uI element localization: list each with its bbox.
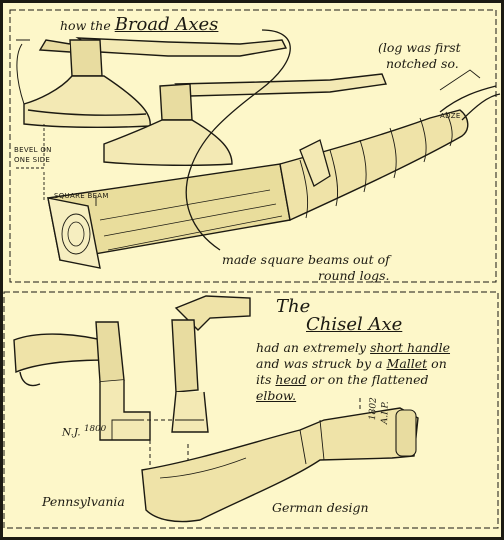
top-title: how the Broad Axes [60, 14, 218, 35]
desc-line4: elbow. [256, 388, 297, 403]
top-panel-border [9, 9, 497, 283]
german-design-label: German design [272, 500, 369, 515]
bevel-label-line1: BEVEL ON [14, 146, 52, 154]
title-prefix: how the [60, 18, 111, 33]
caption-line1: made square beams out of [222, 252, 390, 267]
chisel-axe-2 [171, 295, 251, 433]
chisel-title-name: Chisel Axe [306, 314, 403, 335]
broad-axe-2 [103, 73, 387, 167]
desc-line2-c: on [431, 356, 447, 371]
desc-line3-b: head [275, 372, 307, 387]
desc-line1: had an extremely short handle [256, 340, 450, 355]
desc-line3-c: or on the flattened [310, 372, 429, 387]
broad-axe-1 [16, 37, 288, 129]
bevel-label-line2: ONE SIDE [14, 156, 51, 164]
log-beam [47, 109, 469, 269]
pointer-lines [16, 29, 481, 251]
caption-line2: round logs. [318, 268, 390, 283]
nj-year: 1800 [83, 424, 107, 434]
german-axe [141, 407, 419, 523]
chisel-title-the: The [276, 296, 311, 317]
desc-line3-a: its [256, 372, 272, 387]
log-note-line2: notched so. [386, 56, 459, 71]
adze-label: ADZE [440, 112, 461, 120]
desc-line2-a: and was struck by a [256, 356, 383, 371]
nj-label-text: N.J. [62, 426, 81, 439]
desc-line2-b: Mallet [386, 356, 428, 371]
pennsylvania-label: Pennsylvania [42, 494, 125, 509]
desc-line3: its head or on the flattened [256, 372, 428, 387]
log-note-line1: (log was first [378, 40, 461, 55]
desc-line1-a: had an extremely [256, 340, 367, 355]
chisel-axe-nj [13, 321, 151, 441]
stamp-line1: 1802 [368, 397, 379, 421]
bottom-panel-border [3, 291, 499, 529]
stamp-line2: A.I.P. [380, 401, 391, 425]
desc-line2: and was struck by a Mallet on [256, 356, 447, 371]
title-broad-axes: Broad Axes [114, 14, 219, 35]
adze [299, 85, 501, 187]
square-beam-label: SQUARE BEAM [54, 192, 109, 200]
nj-label: N.J. 1800 [62, 424, 106, 439]
desc-line1-b: short handle [370, 340, 451, 355]
